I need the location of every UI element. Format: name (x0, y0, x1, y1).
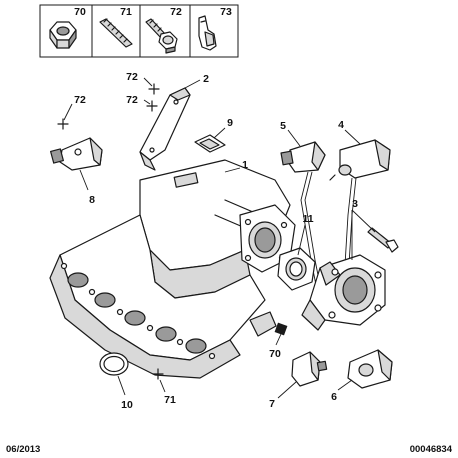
nut-marker-70 (274, 322, 288, 336)
callout-10: 10 (121, 399, 133, 411)
bolt-marker-72c (57, 118, 69, 130)
bolt-marker-72a (148, 83, 160, 95)
sensor-8 (50, 137, 103, 171)
legend-number-71: 71 (120, 6, 132, 18)
footer: 06/2013 00046834 (6, 444, 453, 455)
sensor-5 (280, 141, 326, 286)
callout-3: 3 (352, 198, 358, 210)
callout-72c: 72 (74, 94, 86, 106)
callout-70: 70 (269, 348, 281, 360)
bolt-marker-72b (146, 100, 158, 112)
footer-reference: 00046834 (410, 444, 453, 455)
leader-lines (63, 77, 376, 399)
o-ring-10 (99, 352, 129, 376)
callout-6: 6 (331, 391, 337, 403)
legend-box-nut: 70 (39, 4, 93, 58)
callout-72a: 72 (126, 71, 138, 83)
stud-marker-71 (152, 368, 164, 380)
idle-valve-4 (329, 139, 391, 266)
callout-1: 1 (242, 159, 248, 171)
callout-4: 4 (338, 119, 344, 131)
gasket-11 (277, 247, 316, 291)
footer-date: 06/2013 (6, 444, 40, 455)
stud-icon (99, 18, 133, 48)
callout-2: 2 (203, 73, 209, 85)
legend-number-70: 70 (74, 6, 86, 18)
sensor-6 (347, 349, 393, 389)
sensor-7 (291, 351, 328, 387)
callout-9: 9 (227, 117, 233, 129)
callout-72b: 72 (126, 94, 138, 106)
legend-number-73: 73 (220, 6, 232, 18)
legend-box-stud: 71 (91, 4, 141, 58)
legend-box-clip: 73 (189, 4, 239, 58)
callout-7: 7 (269, 398, 275, 410)
legend-box-bolt: 72 (139, 4, 191, 58)
legend-strip: 70 71 (39, 4, 239, 58)
bolt-3 (367, 227, 399, 253)
support-bracket (139, 87, 191, 171)
callout-5: 5 (280, 120, 286, 132)
callout-labels: 72 72 72 2 9 5 4 1 8 3 11 70 7 6 10 71 (74, 71, 358, 411)
nut-icon (49, 21, 77, 49)
intake-manifold (49, 159, 296, 379)
bolt-icon (145, 18, 178, 54)
callout-8: 8 (89, 194, 95, 206)
clip-icon (198, 15, 217, 51)
legend-number-72: 72 (170, 6, 182, 18)
callout-11: 11 (302, 213, 313, 225)
callout-71: 71 (164, 394, 176, 406)
gasket-9 (194, 134, 226, 153)
throttle-body-3 (301, 254, 386, 331)
